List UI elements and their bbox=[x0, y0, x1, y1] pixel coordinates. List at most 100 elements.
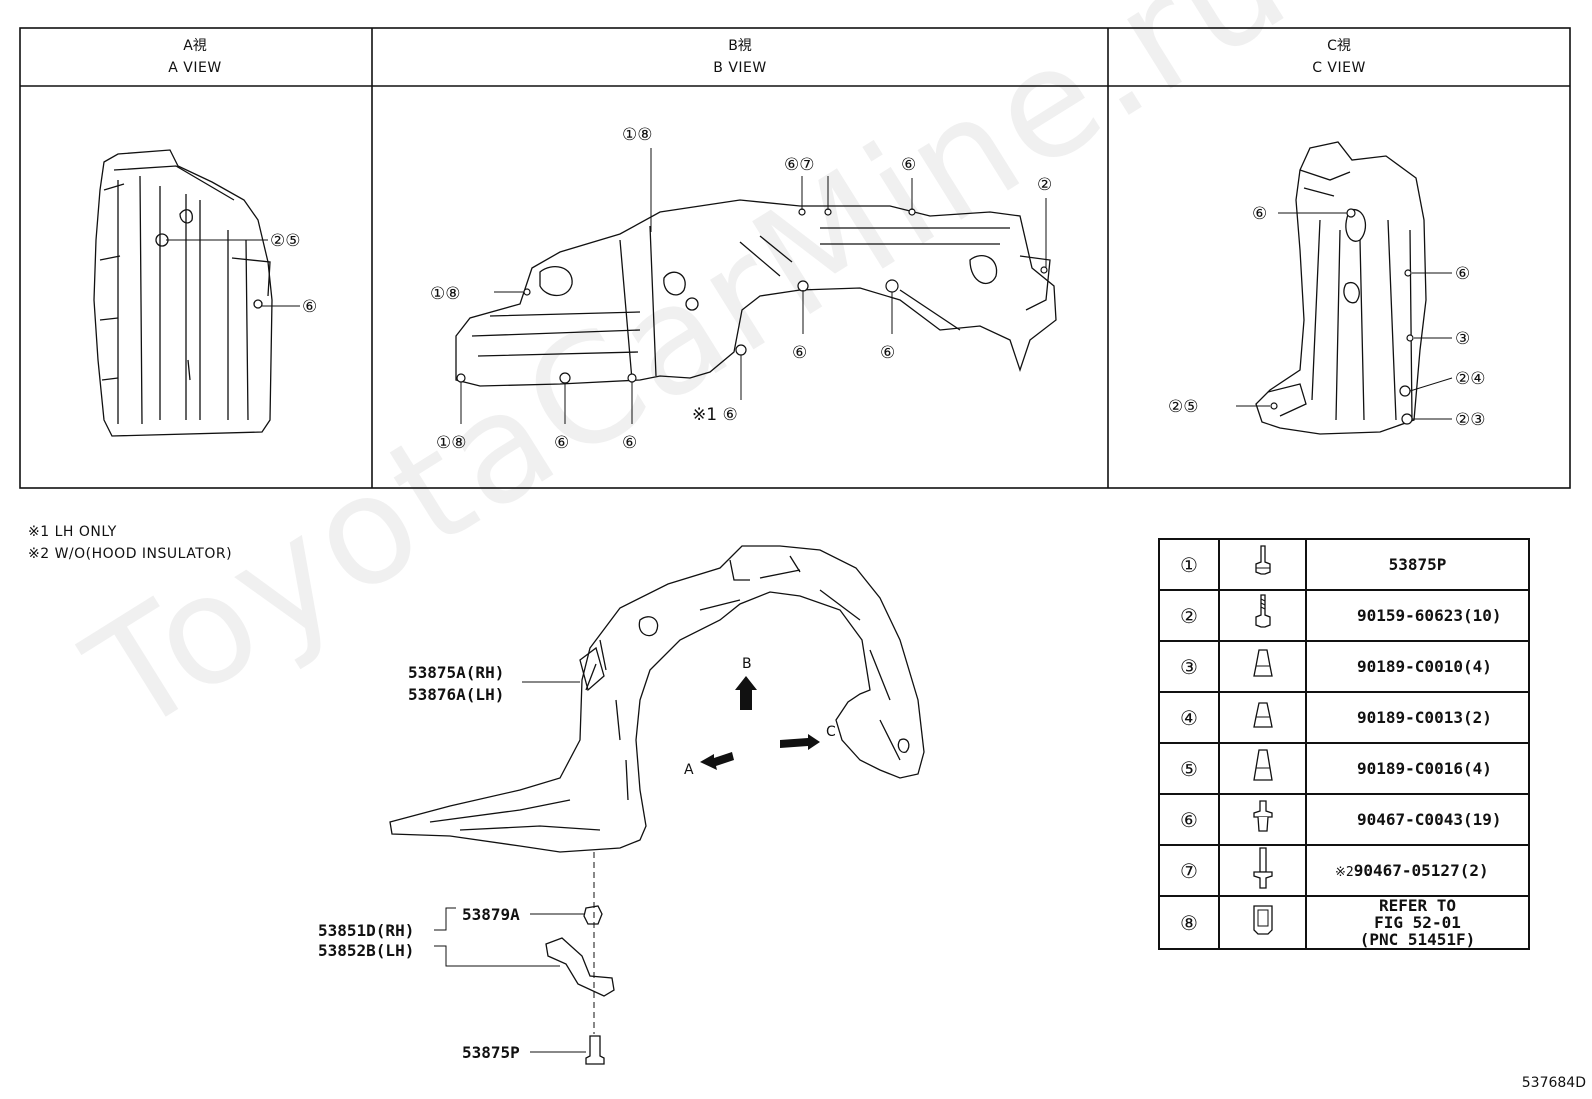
view-a-title-cn: A視 bbox=[183, 38, 207, 54]
legend-num: ⑧ bbox=[1158, 895, 1220, 950]
nut-icon bbox=[583, 905, 603, 925]
view-b-leaders bbox=[460, 148, 1047, 424]
main-leaders bbox=[434, 681, 595, 1053]
legend-num: ① bbox=[1158, 538, 1220, 591]
legend-row: ⑤ 90189-C0016(4) bbox=[1158, 742, 1530, 795]
view-b-title-en: B VIEW bbox=[713, 60, 767, 76]
legend-row: ② 90159-60623(10) bbox=[1158, 589, 1530, 642]
legend-part: 90159-60623(10) bbox=[1305, 589, 1530, 642]
legend-part: 90189-C0010(4) bbox=[1305, 640, 1530, 693]
legend-part-number: 90189-C0016(4) bbox=[1357, 759, 1492, 778]
figure-id: 537684D bbox=[1521, 1075, 1586, 1091]
legend-part-number: 90467-05127(2) bbox=[1353, 861, 1489, 880]
callout-c-2: ⑥ bbox=[1455, 264, 1470, 284]
legend-ref-line: (PNC 51451F) bbox=[1359, 930, 1476, 949]
callout-b-5: ①⑧ bbox=[430, 284, 460, 304]
u-nut-icon bbox=[1252, 905, 1273, 935]
callout-b-1: ①⑧ bbox=[622, 125, 652, 145]
legend-part: 90467-C0043(19) bbox=[1305, 793, 1530, 846]
legend-part-number: 53875P bbox=[1388, 555, 1447, 574]
legend-part-number: 90467-C0043(19) bbox=[1357, 810, 1502, 829]
fender-liner-drawing bbox=[389, 545, 925, 853]
callout-b-10: ⑥ bbox=[622, 433, 637, 453]
fastener-legend-table: ① 53875P ② 90159-60623(10) ③ 90189-C0010… bbox=[1158, 538, 1530, 950]
legend-mark: ※2 bbox=[1335, 865, 1354, 880]
view-b-fasteners bbox=[456, 208, 1048, 384]
views-frame bbox=[19, 27, 1571, 489]
callout-b-2: ⑥⑦ bbox=[784, 155, 814, 175]
callout-a-2: ⑥ bbox=[302, 297, 317, 317]
view-c-liner-drawing bbox=[1255, 141, 1427, 435]
callout-c-5: ②⑤ bbox=[1168, 397, 1198, 417]
legend-num: ⑥ bbox=[1158, 793, 1220, 846]
pin-clip-icon bbox=[1252, 847, 1273, 889]
legend-row: ⑥ 90467-C0043(19) bbox=[1158, 793, 1530, 846]
view-arrows bbox=[700, 676, 820, 770]
legend-part-number: 90189-C0013(2) bbox=[1357, 708, 1492, 727]
screw-icon bbox=[1254, 594, 1271, 628]
view-c-header: C視 C VIEW bbox=[1108, 30, 1570, 86]
legend-num: ⑤ bbox=[1158, 742, 1220, 795]
view-a-liner-drawing bbox=[93, 149, 273, 437]
view-b-liner-drawing bbox=[455, 199, 1057, 387]
legend-ref-line: REFER TO bbox=[1378, 896, 1457, 915]
legend-part: 90189-C0013(2) bbox=[1305, 691, 1530, 744]
legend-row: ① 53875P bbox=[1158, 538, 1530, 591]
callout-c-6: ②③ bbox=[1455, 410, 1485, 430]
legend-ref-line: FIG 52-01 bbox=[1374, 913, 1461, 932]
legend-row: ⑦ ※290467-05127(2) bbox=[1158, 844, 1530, 897]
legend-part: 53875P bbox=[1305, 538, 1530, 591]
bracket-rh-label: 53851D(RH) bbox=[318, 921, 414, 940]
legend-num: ③ bbox=[1158, 640, 1220, 693]
note-lh-only: ※1 LH ONLY bbox=[28, 524, 117, 540]
clip-nut-icon bbox=[1252, 702, 1273, 728]
screw-icon bbox=[585, 1035, 605, 1065]
callout-c-1: ⑥ bbox=[1252, 204, 1267, 224]
legend-row: ③ 90189-C0010(4) bbox=[1158, 640, 1530, 693]
legend-part: 90189-C0016(4) bbox=[1305, 742, 1530, 795]
bracket-icon bbox=[545, 937, 615, 997]
legend-num: ④ bbox=[1158, 691, 1220, 744]
callout-b-7: ⑥ bbox=[880, 343, 895, 363]
liner-rh-label: 53875A(RH) bbox=[408, 663, 504, 682]
callout-b-11: ※1 ⑥ bbox=[692, 405, 738, 425]
callout-b-4: ② bbox=[1037, 175, 1052, 195]
view-a-header: A視 A VIEW bbox=[20, 30, 370, 86]
hex-bolt-icon bbox=[1254, 545, 1271, 575]
callout-b-9: ⑥ bbox=[554, 433, 569, 453]
nut-label: 53879A bbox=[462, 905, 520, 924]
view-a-title-en: A VIEW bbox=[168, 60, 222, 76]
view-b-header: B視 B VIEW bbox=[372, 30, 1108, 86]
arrow-c-icon bbox=[780, 734, 820, 750]
view-c-title-en: C VIEW bbox=[1312, 60, 1366, 76]
view-b-title-cn: B視 bbox=[728, 38, 752, 54]
push-clip-icon bbox=[1252, 800, 1273, 832]
legend-row: ④ 90189-C0013(2) bbox=[1158, 691, 1530, 744]
callout-b-6: ⑥ bbox=[792, 343, 807, 363]
callout-a-1: ②⑤ bbox=[270, 231, 300, 251]
view-a-leaders bbox=[166, 239, 300, 307]
view-c-title-cn: C視 bbox=[1327, 38, 1351, 54]
legend-num: ② bbox=[1158, 589, 1220, 642]
legend-part: REFER TO FIG 52-01 (PNC 51451F) bbox=[1305, 895, 1530, 950]
callout-b-3: ⑥ bbox=[901, 155, 916, 175]
legend-row: ⑧ REFER TO FIG 52-01 (PNC 51451F) bbox=[1158, 895, 1530, 950]
callout-c-3: ③ bbox=[1455, 329, 1470, 349]
arrow-b-label: B bbox=[742, 656, 752, 672]
arrow-a-label: A bbox=[684, 762, 694, 778]
bracket-lh-label: 53852B(LH) bbox=[318, 941, 414, 960]
legend-part-number: 90189-C0010(4) bbox=[1357, 657, 1492, 676]
arrow-c-label: C bbox=[826, 724, 836, 740]
legend-part-number: 90159-60623(10) bbox=[1357, 606, 1502, 625]
arrow-b-icon bbox=[735, 676, 757, 710]
clip-nut-icon bbox=[1252, 649, 1273, 677]
note-hood-insulator: ※2 W/O(HOOD INSULATOR) bbox=[28, 546, 233, 562]
screw-label: 53875P bbox=[462, 1043, 520, 1062]
bracket-assembly-drawing bbox=[545, 905, 615, 1065]
legend-part: ※290467-05127(2) bbox=[1305, 844, 1530, 897]
legend-num: ⑦ bbox=[1158, 844, 1220, 897]
callout-c-4: ②④ bbox=[1455, 369, 1485, 389]
arrow-a-icon bbox=[700, 752, 734, 770]
liner-lh-label: 53876A(LH) bbox=[408, 685, 504, 704]
